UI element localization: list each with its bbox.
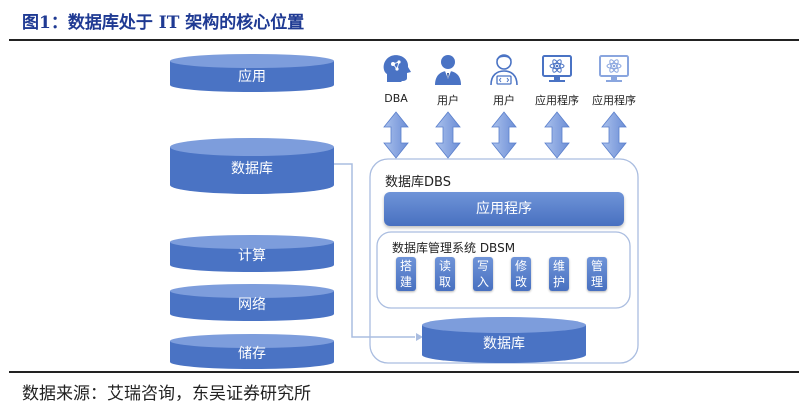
operation-read: 读取 (435, 257, 455, 291)
dbs-label: 数据库DBS (385, 175, 451, 190)
operation-modify: 修改 (511, 257, 531, 291)
double-arrow (601, 111, 627, 159)
actor-label: 用户 (493, 94, 515, 107)
database-label: 数据库 (231, 161, 273, 177)
operation-manage: 管理 (587, 257, 607, 291)
bottom-rule (9, 371, 799, 373)
actor-user: 用户 (413, 52, 483, 108)
storage-label: 储存 (238, 346, 266, 362)
storage-cylinder: 储存 (170, 334, 334, 369)
db-connector-arrowhead (416, 333, 423, 341)
actor-label: 用户 (437, 94, 459, 107)
actor-application: 应用程序 (579, 52, 649, 108)
double-arrow (435, 111, 461, 159)
db-connector-line (334, 163, 415, 338)
app-label: 应用 (238, 69, 266, 85)
double-arrow (491, 111, 517, 159)
double-arrow (544, 111, 570, 159)
actor-developer: 用户 (469, 52, 539, 108)
operation-build: 搭建 (396, 257, 416, 291)
dbsm-container (376, 231, 631, 309)
dbs-database-label: 数据库 (483, 336, 525, 352)
operation-write: 写入 (473, 257, 493, 291)
database-cylinder: 数据库 (170, 138, 334, 194)
actor-dba: DBA (361, 52, 431, 105)
actor-label: 应用程序 (535, 94, 579, 107)
actor-application: 应用程序 (522, 52, 592, 108)
actor-label: DBA (384, 92, 408, 105)
user-icon (435, 55, 461, 85)
brain-head-icon (383, 55, 411, 82)
compute-cylinder: 计算 (170, 235, 334, 272)
figure-title: 图1：数据库处于 IT 架构的核心位置 (22, 13, 305, 33)
network-label: 网络 (238, 297, 266, 313)
dbs-container (369, 158, 639, 364)
operation-maintain: 维护 (549, 257, 569, 291)
app-monitor-icon (599, 55, 629, 82)
dbsm-label: 数据库管理系统 DBSM (392, 241, 516, 255)
application-bar: 应用程序 (384, 192, 624, 226)
source-note: 数据来源：艾瑞咨询，东吴证券研究所 (22, 384, 311, 404)
compute-label: 计算 (238, 248, 266, 264)
app-monitor-icon (542, 55, 572, 82)
dbs-database-cylinder: 数据库 (422, 317, 586, 363)
developer-user-icon (490, 54, 518, 86)
app-cylinder: 应用 (170, 54, 334, 92)
top-rule (9, 39, 799, 41)
double-arrow (383, 111, 409, 159)
network-cylinder: 网络 (170, 284, 334, 321)
actor-label: 应用程序 (592, 94, 636, 107)
